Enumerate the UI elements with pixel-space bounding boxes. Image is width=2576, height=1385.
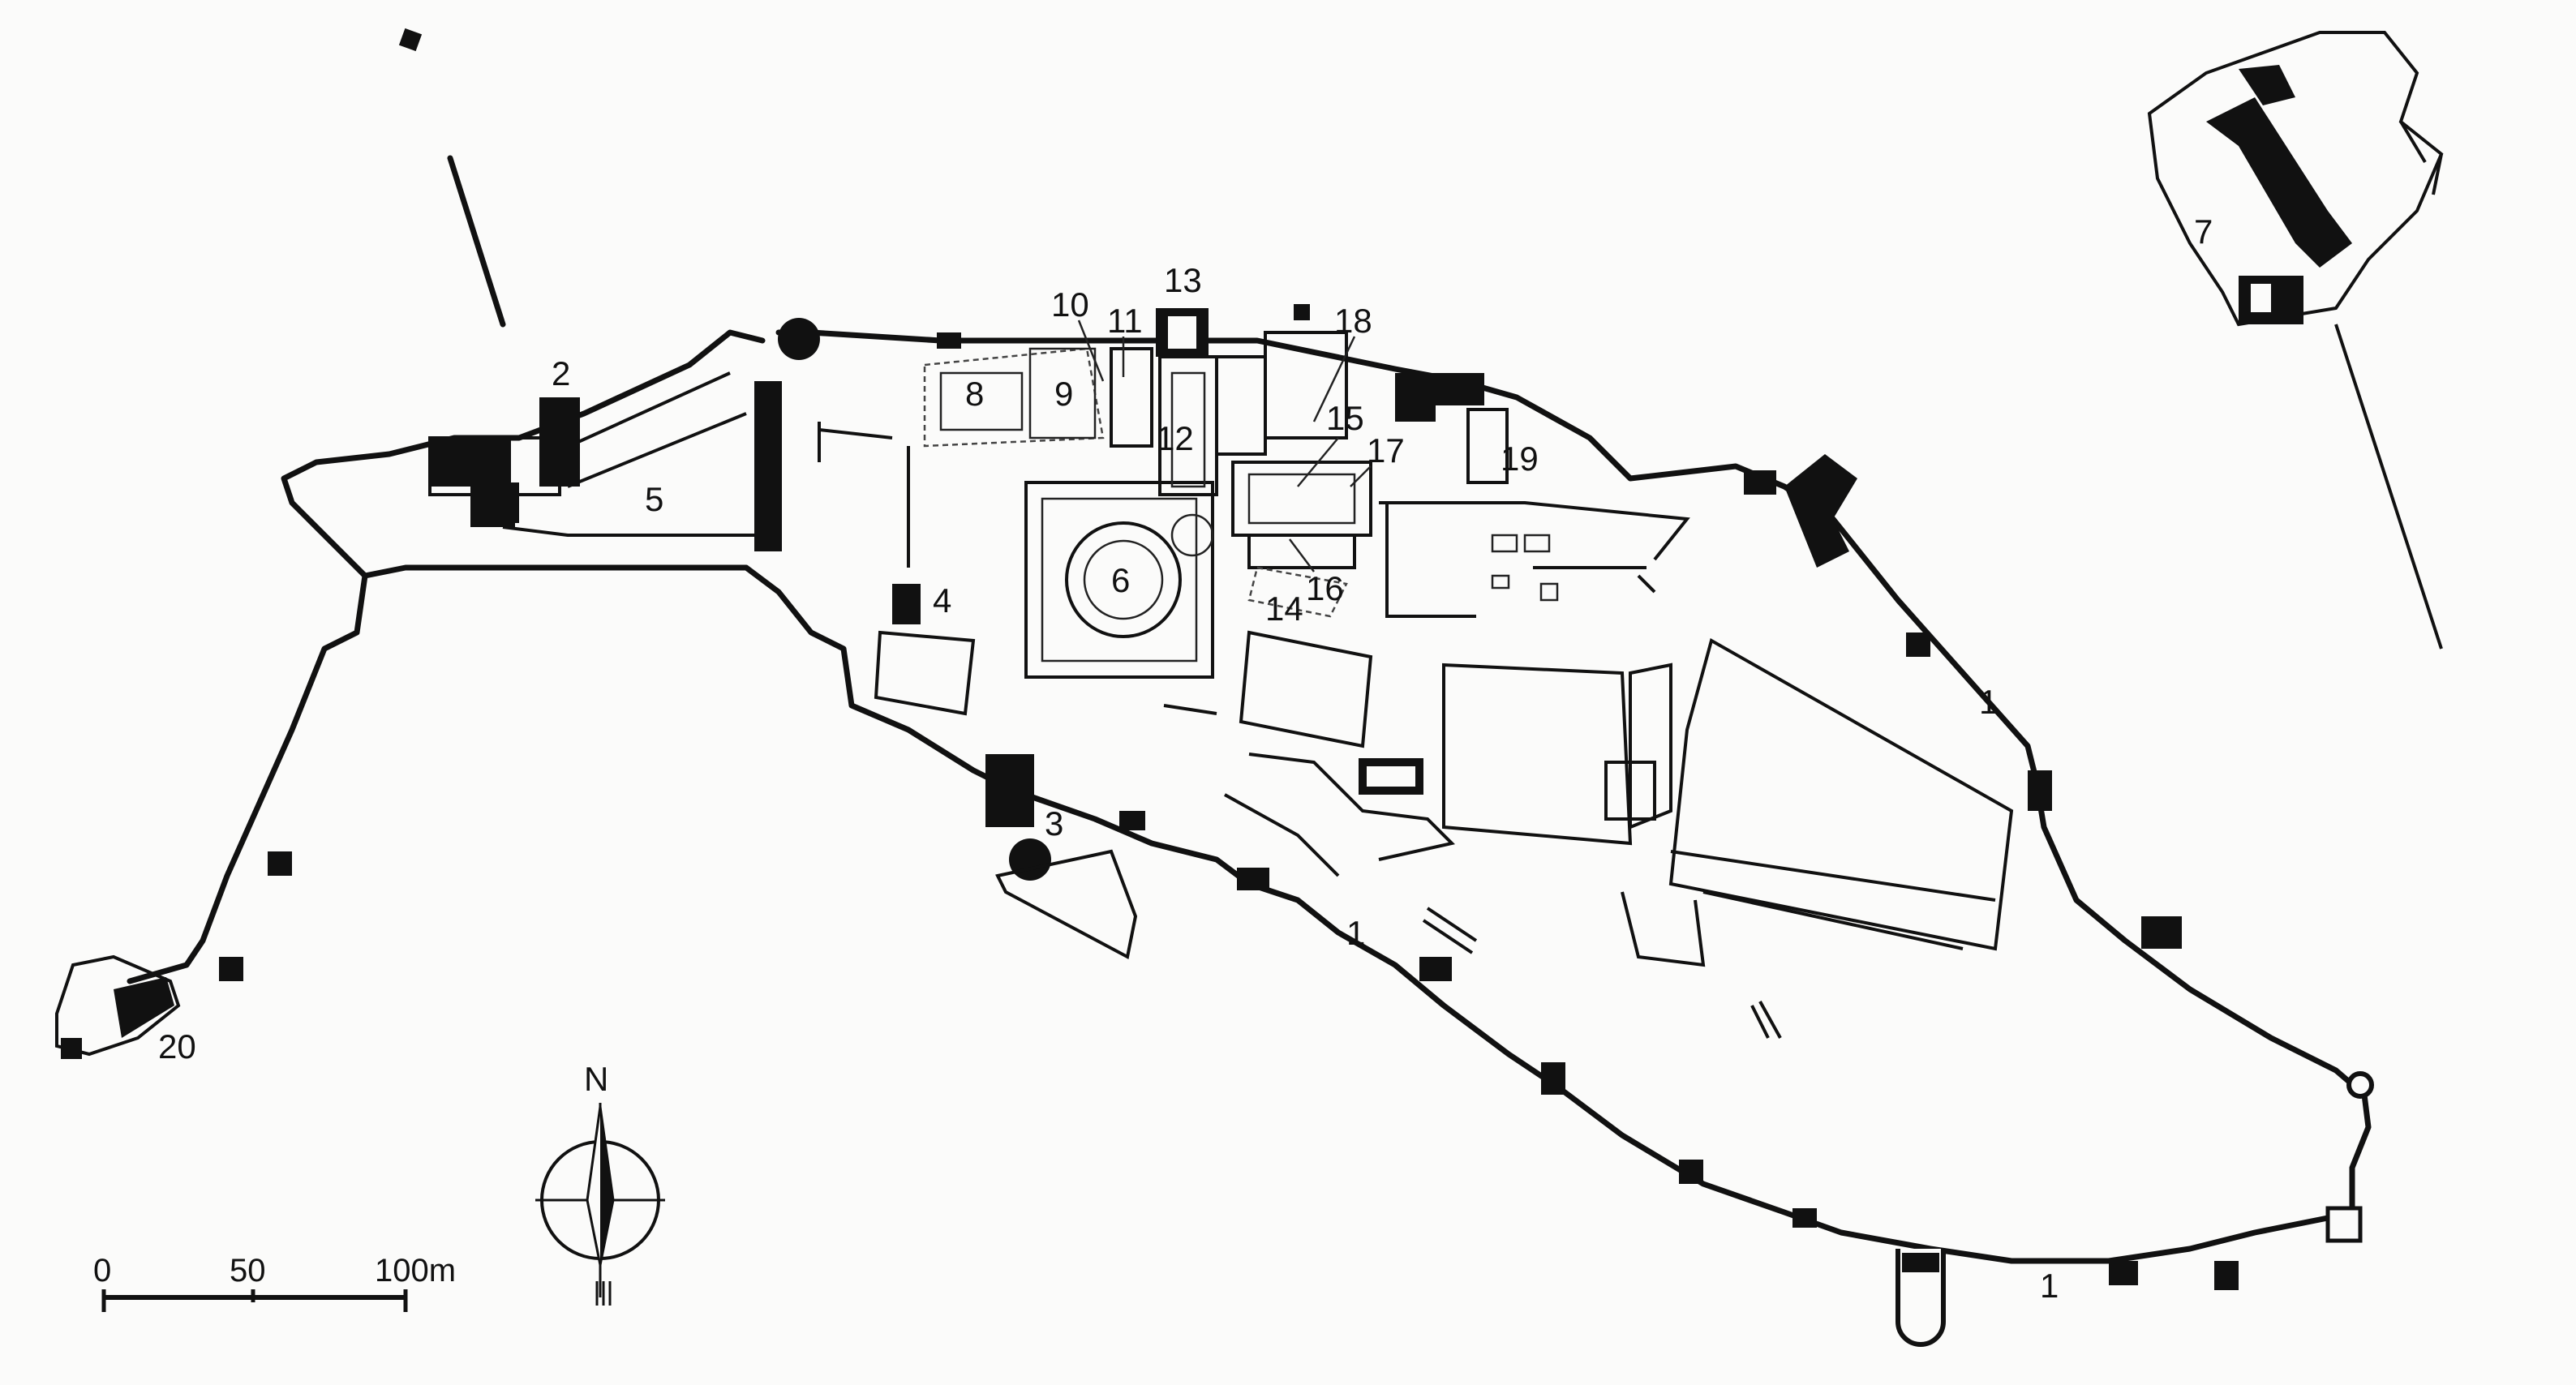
label-16: 16 [1306,569,1344,607]
gate-complex [428,436,561,527]
building-7 [2147,31,2444,650]
building-3 [995,849,1138,960]
scale-tick-50: 50 [230,1253,266,1289]
scale-tick-100m: 100m [375,1253,456,1289]
label-12: 12 [1156,419,1194,457]
north-complex [923,304,1436,618]
label-17: 17 [1367,431,1405,470]
label-10: 10 [1051,285,1089,324]
label-1a: 1 [1979,683,1998,721]
label-6: 6 [1111,561,1130,599]
label-20: 20 [158,1027,196,1066]
label-11: 11 [1107,302,1143,340]
label-15: 15 [1326,399,1364,437]
wall-fragment [447,155,506,328]
label-13: 13 [1164,261,1202,299]
leader-lines [1077,319,1372,572]
label-18: 18 [1334,302,1372,340]
building-20 [55,954,181,1059]
label-19: 19 [1501,440,1539,478]
label-14: 14 [1265,590,1303,628]
label-1c: 1 [2040,1267,2059,1305]
label-7: 7 [2194,212,2213,251]
building-19 [1466,408,1509,484]
building-4 [874,584,976,716]
scale-tick-0: 0 [93,1253,111,1289]
building-6 [1024,481,1214,679]
label-1b: 1 [1346,914,1365,952]
label-5: 5 [645,480,663,518]
plan-labels: 1 1 1 2 3 4 5 6 7 8 9 10 11 12 13 14 15 … [158,212,2213,1305]
label-4: 4 [933,581,951,620]
label-2: 2 [552,354,570,392]
label-8: 8 [965,375,984,413]
outpost [398,28,423,52]
label-3: 3 [1045,804,1063,843]
scale-bar: 0 50 100m [93,1253,456,1312]
label-9: 9 [1054,375,1073,413]
north-arrow: N [535,1060,665,1306]
central-ruins [818,422,2014,1039]
north-label: N [584,1060,608,1098]
